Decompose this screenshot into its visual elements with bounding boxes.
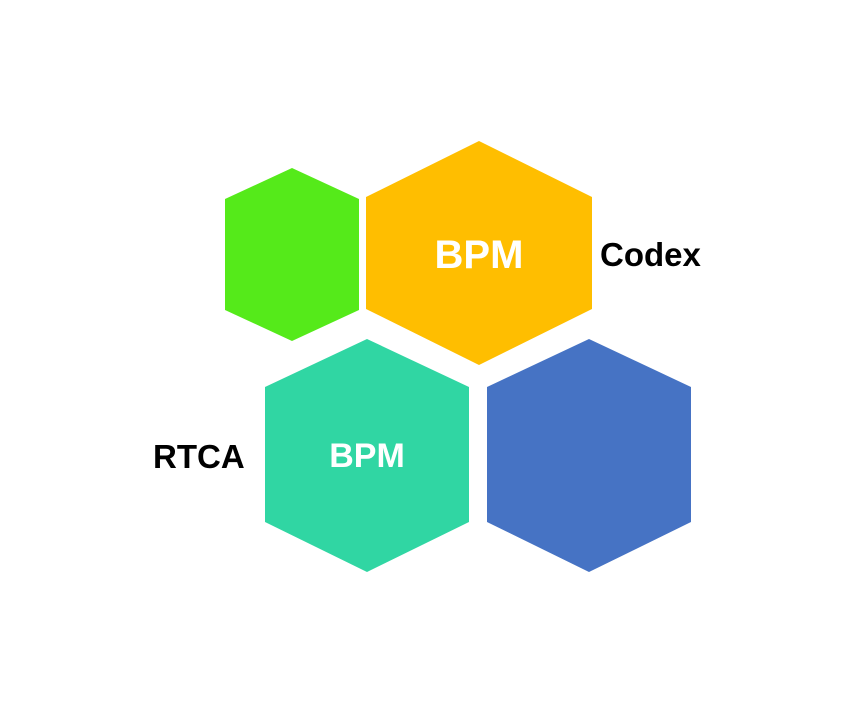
label-codex: Codex	[600, 236, 702, 273]
hexagon-blue-shape	[487, 339, 691, 572]
hexagon-orange: BPM	[366, 141, 592, 365]
hexagon-teal-label: BPM	[329, 437, 405, 475]
hexagon-orange-label: BPM	[435, 233, 524, 277]
hexagon-teal: BPM	[265, 339, 469, 572]
hexagon-teal-shape	[265, 339, 469, 572]
hexagon-green	[225, 168, 359, 341]
hexagon-orange-shape	[366, 141, 592, 365]
hexagon-green-shape	[225, 168, 359, 341]
label-rtca: RTCA	[153, 438, 245, 475]
hexagon-blue	[487, 339, 691, 572]
